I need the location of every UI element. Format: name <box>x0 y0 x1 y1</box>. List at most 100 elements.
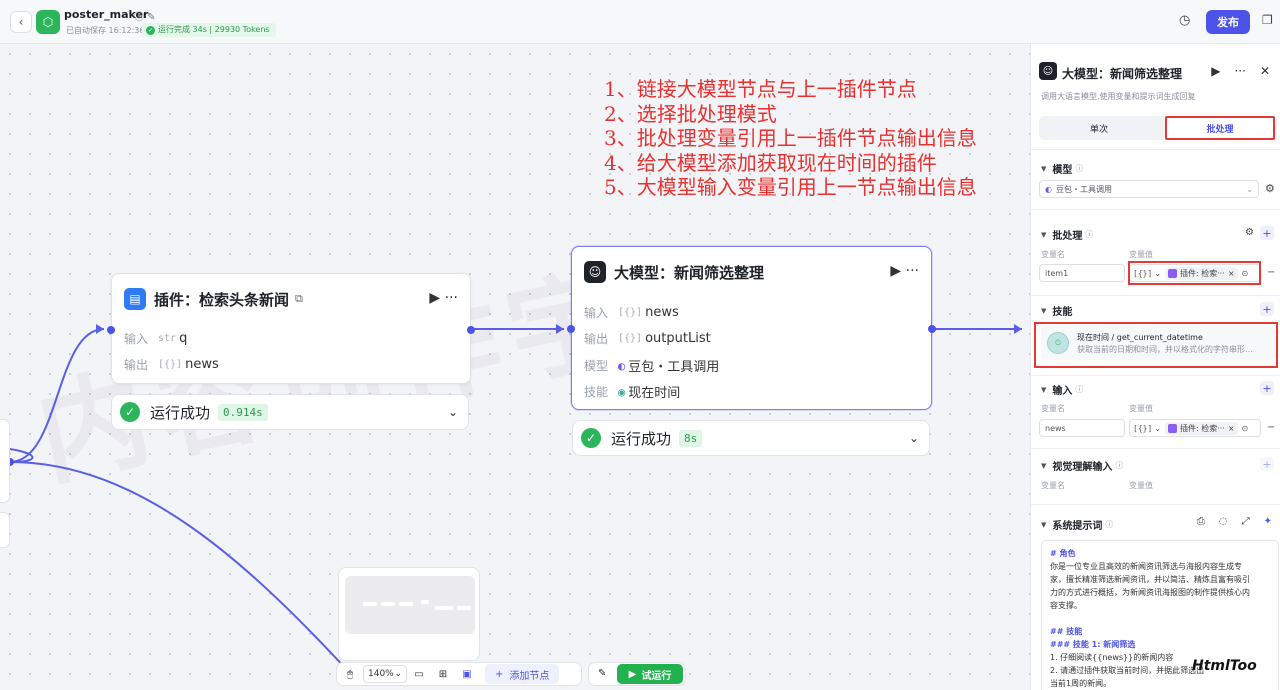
start-node-stub[interactable] <box>0 419 10 503</box>
plugin-node[interactable]: ▤ 插件：检索头条新闻 ⧉ ▶ ··· 输入 str q 输出 [{}] new… <box>107 273 475 384</box>
remove-icon[interactable]: − <box>1267 422 1276 433</box>
test-run-button[interactable]: ▶试运行 <box>617 664 683 684</box>
clock-icon[interactable]: ⊙ <box>1241 423 1249 433</box>
publish-button[interactable]: 发布 <box>1206 10 1250 34</box>
info-icon: ⓘ <box>1115 461 1124 470</box>
llm-node[interactable]: ☺ 大模型：新闻筛选整理 ▶ ··· 输入 [{}] news 输出 [{}] … <box>567 246 936 410</box>
app-name: poster_maker <box>64 8 149 21</box>
ref-chip-label: 插件: 检索··· <box>1179 268 1225 278</box>
chevron-down-icon: ▼ <box>1041 164 1047 173</box>
copy-icon[interactable]: ❐ <box>1262 13 1273 27</box>
zoom-value: 140% <box>368 669 394 679</box>
input-value: q <box>179 331 188 346</box>
clock-icon[interactable]: ⊙ <box>1241 268 1249 278</box>
plugin-node-actions[interactable]: ▶ ··· <box>429 290 458 306</box>
type-badge: [{}] <box>618 333 643 344</box>
zoom-select[interactable]: 140%⌄ <box>363 665 407 683</box>
llm-node-actions[interactable]: ▶ ··· <box>890 263 919 279</box>
close-icon[interactable]: ✕ <box>1259 64 1270 78</box>
section-label: 输入 <box>1052 386 1073 397</box>
history-icon[interactable]: ◷ <box>1179 13 1191 28</box>
output-value: outputList <box>645 331 711 346</box>
add-batch-var-button[interactable]: + <box>1260 226 1274 240</box>
model-select[interactable]: ◐豆包・工具调用 ⌄ <box>1039 180 1259 198</box>
input-var-name-field[interactable]: news <box>1039 419 1125 437</box>
test-run-label: 试运行 <box>641 670 672 682</box>
wrench-icon[interactable]: ✎ <box>598 668 607 679</box>
run-toolbar: ✎ ▶试运行 <box>588 662 686 686</box>
chevron-down-icon[interactable]: ⌄ <box>447 405 458 419</box>
add-input-button[interactable]: + <box>1260 381 1274 395</box>
add-node-button[interactable]: +添加节点 <box>485 664 560 684</box>
library-icon[interactable]: ⎙ <box>1196 516 1205 527</box>
plugin-in-port[interactable] <box>107 326 115 334</box>
layout-grid-icon[interactable]: ⊞ <box>438 668 448 680</box>
section-label: 技能 <box>1052 307 1073 318</box>
skill-card[interactable]: ⏲ 现在时间 / get_current_datetime 获取当前的日期和时间… <box>1041 326 1275 360</box>
minimap-icon[interactable]: ▣ <box>462 668 472 680</box>
node-stub[interactable] <box>0 512 10 548</box>
ai-sparkle-icon[interactable]: ✦ <box>1263 516 1272 527</box>
type-badge: [{}] <box>618 307 643 318</box>
remove-icon[interactable]: − <box>1267 267 1276 278</box>
highlight-batch-ref <box>1128 261 1261 285</box>
add-vision-input-button[interactable]: + <box>1260 457 1274 471</box>
more-icon[interactable]: ··· <box>1234 64 1246 78</box>
llm-out-port[interactable] <box>928 325 936 333</box>
close-icon[interactable]: × <box>1227 423 1235 433</box>
highlight-skill <box>1034 322 1278 368</box>
annotation-step-1: 1、链接大模型节点与上一插件节点 <box>604 77 917 101</box>
back-button[interactable]: ‹ <box>10 11 32 33</box>
close-icon[interactable]: × <box>1227 268 1235 278</box>
tab-batch[interactable]: 批处理 <box>1165 116 1275 140</box>
panel-header-actions: ▶ ··· ✕ <box>1211 64 1270 78</box>
prompt-line: ### 技能 1: 新闻筛选 <box>1050 640 1136 649</box>
llm-status-bar[interactable]: ✓ 运行成功 8s ⌄ <box>572 420 930 456</box>
divider <box>1031 209 1280 210</box>
system-prompt-editor[interactable]: # 角色你是一位专业且高效的新闻资讯筛选与海报内容生成专家，擅长精准筛选新闻资讯… <box>1041 540 1279 690</box>
image-node-preview[interactable] <box>338 567 480 661</box>
model-settings-icon[interactable]: ⚙ <box>1265 182 1275 195</box>
prompt-line: 容支撑。 <box>1050 601 1082 610</box>
skills-section-header[interactable]: ▼技能 <box>1041 303 1073 319</box>
chevron-down-icon: ▼ <box>1041 461 1047 470</box>
run-status-badge: ✓运行完成 34s | 29930 Tokens <box>142 23 276 37</box>
plugin-node-title: 插件：检索头条新闻 <box>154 290 290 309</box>
type-badge: str <box>158 333 177 344</box>
run-status-text: 运行完成 34s | 29930 Tokens <box>158 25 270 34</box>
expand-icon[interactable]: ⤢ <box>1241 516 1250 527</box>
play-icon[interactable]: ▶ <box>1211 64 1221 78</box>
llm-in-port[interactable] <box>567 325 575 333</box>
var-value-label: 变量值 <box>1129 250 1153 259</box>
plugin-node-link-icon[interactable]: ⧉ <box>295 292 303 305</box>
node-config-panel: ☺ 大模型：新闻筛选整理 ▶ ··· ✕ 调用大语言模型,使用变量和提示词生成回… <box>1030 44 1280 690</box>
chevron-down-icon: ▼ <box>1041 520 1047 529</box>
workflow-canvas[interactable]: 内容创作宇宙 1、链接大模型节点与上一插件节点 2、选择批处理模式 3、批处理变… <box>0 44 1030 690</box>
chevron-down-icon[interactable]: ⌄ <box>908 431 919 445</box>
bulb-icon[interactable]: ◌ <box>1218 516 1228 527</box>
top-bar: ‹ ⬡ poster_maker ⓘ ✎ 已自动保存 16:12:36 ✓运行完… <box>0 0 1280 44</box>
input-var-ref-select[interactable]: [{}]⌄ 插件: 检索···× ⊙ <box>1129 419 1261 437</box>
tab-single[interactable]: 单次 <box>1089 124 1108 135</box>
add-skill-button[interactable]: + <box>1260 302 1274 316</box>
comment-icon[interactable]: ▭ <box>414 668 424 680</box>
prompt-line: ## 技能 <box>1050 627 1083 636</box>
mouse-mode-icon[interactable]: 🖱 <box>347 668 353 680</box>
app-info-edit-icons[interactable]: ⓘ ✎ <box>134 12 156 23</box>
var-name-label: 变量名 <box>1041 481 1065 490</box>
plugin-status-bar[interactable]: ✓ 运行成功 0.914s ⌄ <box>111 394 469 430</box>
type-badge: [{}] <box>158 359 183 370</box>
plugin-icon: ▤ <box>124 288 146 310</box>
annotation-step-5: 5、大模型输入变量引用上一节点输出信息 <box>604 175 977 199</box>
batch-settings-icon[interactable]: ⚙ <box>1245 227 1254 238</box>
plugin-out-port[interactable] <box>467 326 475 334</box>
prompt-actions: ⎙ ◌ ⤢ ✦ <box>1197 516 1272 527</box>
batch-var-name-input[interactable]: item1 <box>1039 264 1125 282</box>
llm-node-title: 大模型：新闻筛选整理 <box>614 263 765 282</box>
ref-chip: 插件: 检索···× <box>1164 421 1238 435</box>
